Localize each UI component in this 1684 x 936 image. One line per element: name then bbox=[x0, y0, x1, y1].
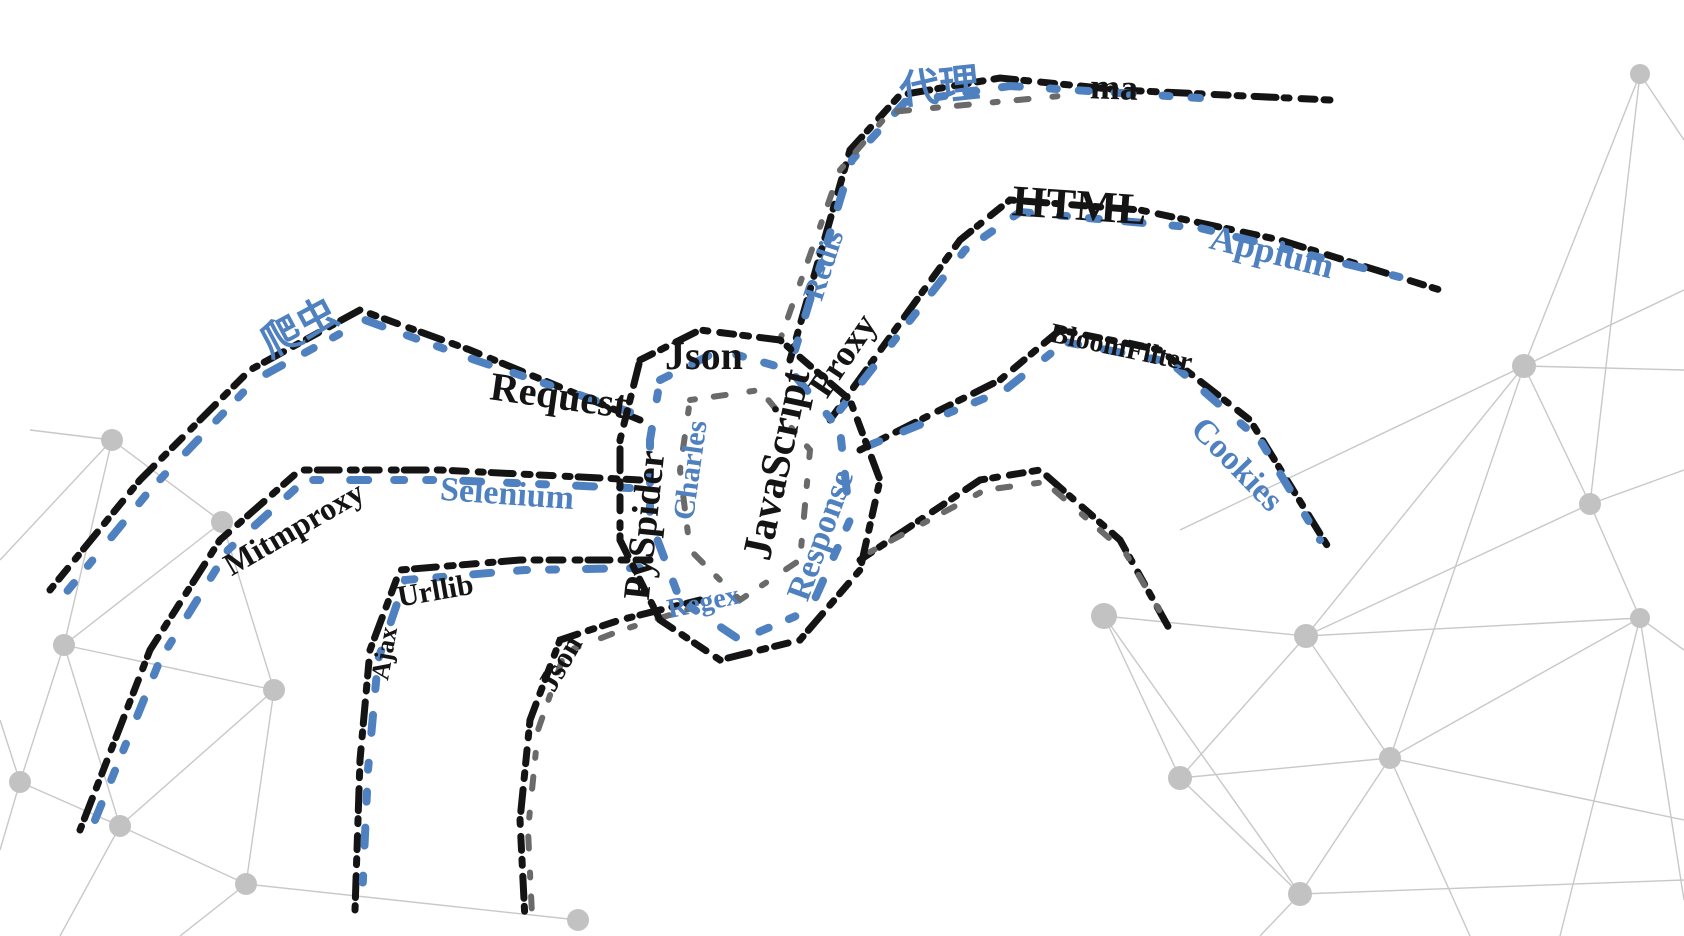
word-urllib: Urllib bbox=[395, 568, 476, 614]
spider-leg-upper-left bbox=[46, 306, 644, 594]
word-charles: Charles bbox=[667, 418, 714, 522]
word-html: HTML bbox=[1011, 176, 1149, 234]
spider-legs bbox=[46, 74, 1444, 924]
spider-leg-right-2 bbox=[826, 196, 1444, 424]
word-selenium: Selenium bbox=[439, 471, 575, 517]
word-json-top: Json bbox=[665, 333, 743, 378]
spider-body bbox=[616, 326, 884, 664]
word-bloomfilter: BloomFilter bbox=[1047, 318, 1195, 378]
word-pachong: 爬虫 bbox=[253, 289, 345, 366]
network-graph-right bbox=[1091, 64, 1684, 936]
spider-leg-upper-right bbox=[786, 74, 1334, 364]
spider-leg-left-2 bbox=[76, 466, 644, 834]
word-pa: ma bbox=[1089, 66, 1138, 108]
word-pyspider: PySpider bbox=[616, 448, 673, 602]
spider-leg-right-4 bbox=[856, 466, 1174, 634]
word-proxy: Proxy bbox=[800, 306, 884, 404]
spider-leg-left-4 bbox=[516, 596, 704, 924]
word-request: Request bbox=[487, 363, 630, 427]
network-graph-left bbox=[0, 429, 589, 936]
word-appium: Appium bbox=[1206, 217, 1338, 286]
word-daili: 代理 bbox=[896, 60, 981, 113]
word-ajax: Ajax bbox=[365, 624, 403, 682]
spider-leg-left-3 bbox=[351, 556, 654, 914]
word-redis: Redis bbox=[797, 226, 851, 304]
